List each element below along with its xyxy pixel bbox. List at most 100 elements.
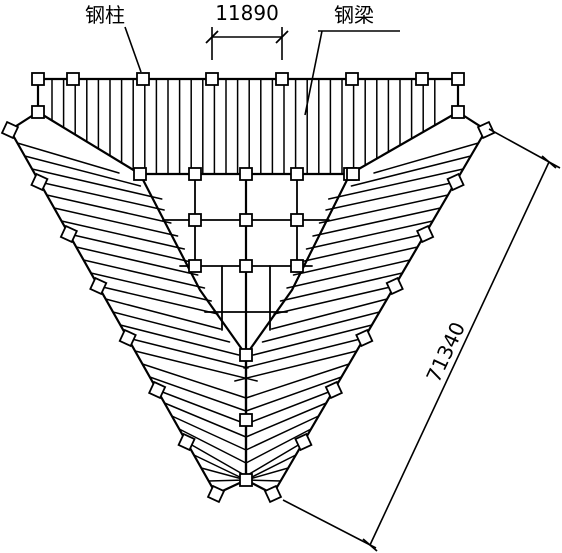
left-joist: [163, 402, 247, 438]
right-joist: [325, 181, 457, 211]
beam-leader: [304, 30, 323, 116]
column-node: [66, 72, 80, 86]
side-dimension: 71340: [282, 128, 561, 552]
column-node: [446, 172, 465, 192]
column-node: [324, 380, 344, 400]
column-node: [415, 72, 429, 86]
left-wing-outer-edge: [8, 111, 247, 496]
column-node: [206, 484, 226, 504]
left-joist: [171, 415, 247, 451]
side-tick-top: [541, 155, 557, 169]
column-node: [290, 259, 304, 273]
right-joist: [273, 285, 396, 315]
column-node: [290, 167, 304, 181]
column-node: [136, 72, 150, 86]
column-node: [0, 120, 20, 140]
spacing-tick-left: [205, 30, 219, 44]
column-node: [476, 120, 496, 140]
column-node: [205, 72, 219, 86]
column-node: [188, 167, 202, 181]
right-joist: [245, 402, 327, 438]
left-joist: [82, 259, 206, 289]
right-joist: [243, 337, 366, 369]
spacing-dimension: 11890: [205, 1, 289, 60]
column-node: [345, 72, 359, 86]
beam-label: 钢梁: [334, 3, 374, 27]
left-joist: [16, 142, 120, 174]
left-joist: [97, 285, 219, 315]
spacing-tick-right: [275, 30, 289, 44]
column-node: [188, 259, 202, 273]
right-joist: [245, 441, 305, 477]
left-joist: [23, 155, 142, 187]
column-node: [118, 328, 137, 348]
column-node: [188, 213, 202, 227]
right-joist: [373, 142, 480, 174]
left-joist: [68, 233, 192, 263]
column-node: [239, 348, 253, 362]
side-dim-line: [369, 161, 550, 546]
column-node: [239, 413, 253, 427]
top-strip-inner-edge: [37, 111, 459, 176]
column-node: [239, 167, 253, 181]
column-node: [239, 473, 253, 487]
column-node: [59, 224, 79, 244]
column-node: [346, 167, 360, 181]
right-wing-inner-edge: [245, 173, 351, 356]
column-node: [30, 172, 49, 192]
left-joist: [38, 181, 165, 211]
column-node: [239, 259, 253, 273]
right-joist: [299, 233, 426, 263]
left-joist: [60, 220, 186, 250]
left-joist: [119, 324, 240, 356]
column-node: [147, 380, 167, 400]
column-node: [451, 72, 465, 86]
left-joist: [112, 311, 231, 343]
structure: [8, 77, 488, 496]
side-value: 71340: [421, 318, 470, 386]
column-node: [263, 484, 283, 504]
left-joist: [126, 337, 249, 369]
right-joist: [245, 389, 335, 425]
left-joist: [193, 454, 247, 481]
right-joist: [252, 324, 373, 356]
left-joist: [75, 246, 199, 276]
right-joist: [286, 259, 411, 289]
column-node: [31, 105, 45, 119]
left-joist: [31, 168, 163, 200]
column-node: [239, 213, 253, 227]
right-joist: [292, 246, 419, 276]
column-node: [177, 432, 196, 452]
column-nodes: [0, 72, 496, 504]
left-joist: [178, 428, 247, 464]
left-joist: [141, 363, 247, 399]
left-joist: [53, 207, 179, 237]
left-joist: [200, 467, 247, 481]
column-node: [451, 105, 465, 119]
left-joist: [185, 441, 247, 477]
left-joist: [90, 272, 212, 302]
right-joist: [312, 207, 442, 237]
side-tick-bottom: [362, 538, 378, 552]
column-node: [275, 72, 289, 86]
column-node: [385, 276, 404, 296]
beam-label-group: 钢梁: [304, 3, 400, 116]
column-label: 钢柱: [85, 3, 125, 27]
right-joist: [245, 467, 289, 481]
right-joist: [245, 454, 297, 481]
left-joist: [134, 350, 258, 382]
column-node: [415, 224, 435, 244]
column-node: [89, 276, 108, 296]
right-joist: [245, 415, 320, 451]
right-joist: [234, 350, 358, 382]
right-joist: [327, 168, 464, 200]
right-joist: [245, 376, 343, 412]
column-node: [31, 72, 45, 86]
left-joist: [46, 194, 172, 224]
left-joist: [104, 298, 222, 330]
right-joist: [261, 311, 381, 343]
column-node: [294, 432, 313, 452]
column-node: [133, 167, 147, 181]
